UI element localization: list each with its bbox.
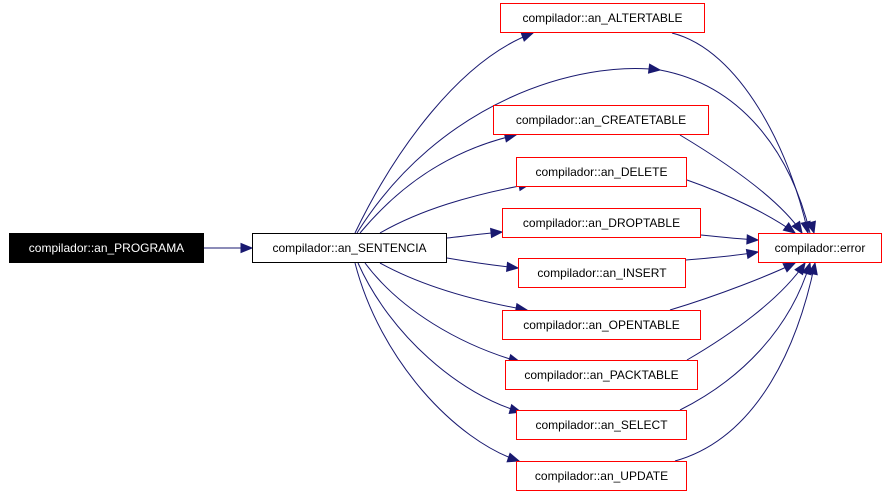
edge-altertable-error-arrowhead <box>800 220 811 235</box>
node-an-packtable[interactable]: compilador::an_PACKTABLE <box>505 360 698 390</box>
node-an-select[interactable]: compilador::an_SELECT <box>516 410 687 440</box>
edge-sentencia-error-direct-tail <box>659 69 811 234</box>
edge-insert-error-arrowhead <box>745 248 760 260</box>
edge-programa-sentencia-arrowhead <box>240 242 254 254</box>
edge-update-error-arrowhead <box>807 261 818 276</box>
node-an-createtable[interactable]: compilador::an_CREATETABLE <box>493 105 709 135</box>
edge-sentencia-update <box>354 262 520 462</box>
edge-sentencia-select <box>357 262 522 413</box>
edge-sentencia-opentable <box>379 262 528 311</box>
node-an-insert[interactable]: compilador::an_INSERT <box>518 258 686 288</box>
edge-sentencia-insert-arrowhead <box>506 261 520 272</box>
edge-select-error <box>679 262 811 411</box>
node-an-delete[interactable]: compilador::an_DELETE <box>516 157 687 187</box>
node-an-programa[interactable]: compilador::an_PROGRAMA <box>9 233 204 263</box>
edge-sentencia-error-direct <box>356 68 661 234</box>
edge-update-error <box>674 262 816 462</box>
node-an-altertable[interactable]: compilador::an_ALTERTABLE <box>500 3 705 33</box>
node-an-sentencia[interactable]: compilador::an_SENTENCIA <box>252 233 447 263</box>
edge-createtable-error-arrowhead <box>791 220 803 235</box>
edge-opentable-error-arrowhead <box>782 262 797 273</box>
edge-droptable-error-arrowhead <box>746 234 760 245</box>
edge-sentencia-packtable <box>364 262 521 363</box>
edge-sentencia-error-direct-arrowhead <box>647 63 662 74</box>
node-an-update[interactable]: compilador::an_UPDATE <box>516 461 687 491</box>
node-an-opentable[interactable]: compilador::an_OPENTABLE <box>502 310 701 340</box>
edge-sentencia-altertable-arrowhead <box>520 32 535 42</box>
edge-altertable-error <box>671 32 809 234</box>
edge-sentencia-delete <box>379 183 531 234</box>
node-an-droptable[interactable]: compilador::an_DROPTABLE <box>502 208 701 238</box>
edge-opentable-error <box>669 262 796 311</box>
edge-sentencia-droptable-arrowhead <box>490 227 504 239</box>
edge-sentencia-altertable <box>354 32 534 234</box>
edge-delete-error-arrowhead <box>782 222 797 234</box>
edge-createtable-error <box>679 134 803 234</box>
edge-sentencia-update-arrowhead <box>506 452 521 463</box>
edge-sentencia-createtable <box>359 134 517 234</box>
node-error[interactable]: compilador::error <box>758 233 882 263</box>
edge-packtable-error <box>686 262 806 361</box>
